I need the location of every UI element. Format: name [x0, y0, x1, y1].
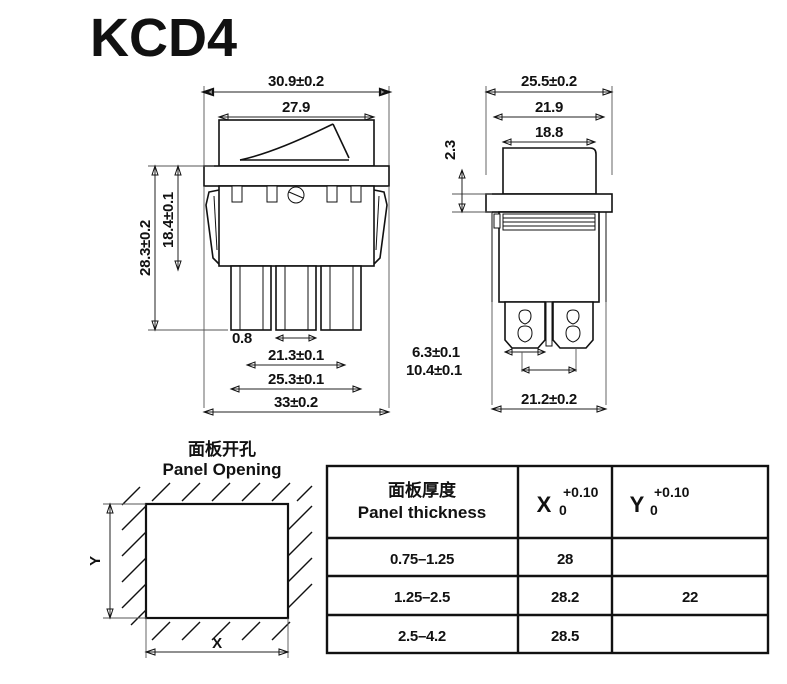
part-number-title: KCD4	[90, 8, 237, 68]
dim-front-body-height: 18.4±0.1	[160, 192, 177, 248]
table-header-x-tol-upper: +0.10	[563, 484, 599, 500]
dim-terminal-spacing: 10.4±0.1	[406, 362, 462, 379]
dim-terminal-inner-span: 21.3±0.1	[268, 347, 324, 364]
dim-terminal-width: 6.3±0.1	[412, 344, 460, 361]
panel-opening-title-cn: 面板开孔	[188, 439, 256, 460]
dim-side-actuator-width: 18.8	[535, 124, 563, 141]
dim-front-overall-height: 28.3±0.2	[137, 220, 154, 276]
cell-x-2: 28.5	[551, 628, 579, 645]
cell-thickness-0: 0.75–1.25	[390, 551, 454, 568]
table-header-x-symbol: X	[537, 492, 552, 517]
dim-front-flange-width: 33±0.2	[274, 394, 318, 411]
cell-thickness-1: 1.25–2.5	[394, 589, 450, 606]
dim-terminal-thickness: 0.8	[232, 330, 252, 347]
cell-x-1: 28.2	[551, 589, 579, 606]
table-header-x-tol-lower: 0	[559, 502, 567, 518]
dim-bezel-thickness: 2.3	[442, 140, 459, 160]
table-header-y-symbol: Y	[630, 492, 645, 517]
table-header-y-tol-upper: +0.10	[654, 484, 690, 500]
dim-panel-opening-y: Y	[87, 556, 104, 566]
panel-hatching	[121, 482, 313, 641]
dim-side-body-width: 21.9	[535, 99, 563, 116]
dim-panel-opening-x: X	[212, 635, 222, 652]
spec-table: 面板厚度 Panel thickness X +0.10 0 Y +0.10 0…	[325, 464, 770, 655]
table-header-thickness-cn: 面板厚度	[388, 480, 457, 501]
table-row: 0.75–1.25 28	[390, 551, 573, 568]
cell-y-merged: 22	[682, 589, 698, 606]
table-header-thickness-en: Panel thickness	[358, 503, 487, 522]
table-row: 1.25–2.5 28.2	[394, 589, 579, 606]
panel-opening-group: 面板开孔 Panel Opening	[87, 439, 313, 658]
dim-front-bezel-width: 27.9	[282, 99, 310, 116]
table-header-y-tol-lower: 0	[650, 502, 658, 518]
side-view-group: 25.5±0.2 21.9 18.8	[406, 73, 614, 413]
front-view-group: 30.9±0.2 27.9	[137, 73, 393, 416]
table-row: 2.5–4.2 28.5	[398, 628, 579, 645]
cell-x-0: 28	[557, 551, 573, 568]
dim-front-overall-width: 30.9±0.2	[268, 73, 324, 90]
dim-terminal-outer-span: 25.3±0.1	[268, 371, 324, 388]
cell-thickness-2: 2.5–4.2	[398, 628, 446, 645]
panel-opening-title-en: Panel Opening	[162, 460, 281, 479]
dim-side-flange-width: 21.2±0.2	[521, 391, 577, 408]
dim-side-overall-width: 25.5±0.2	[521, 73, 577, 90]
